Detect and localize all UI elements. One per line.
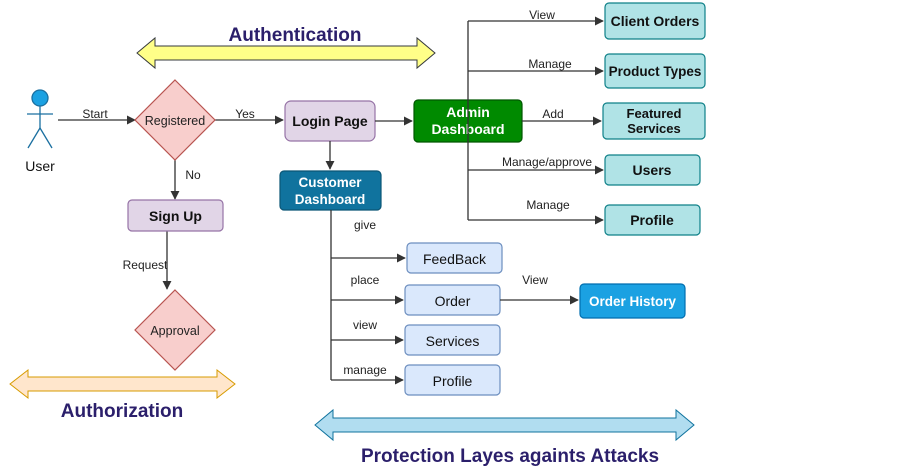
authentication-band-label: Authentication (229, 25, 362, 46)
user-head-icon (31, 89, 49, 107)
edge-manage-customer-profile-label: manage (343, 363, 387, 377)
protection-band-arrow (314, 408, 695, 442)
customer-profile-label: Profile (433, 373, 473, 389)
users-label: Users (633, 162, 672, 178)
feedback-box (406, 242, 503, 274)
protection-band-label: Protection Layes againts Attacks (361, 446, 659, 467)
users-box (604, 154, 701, 186)
customer-profile-box (404, 364, 501, 396)
edge-give-label: give (354, 218, 376, 232)
services-label: Services (426, 333, 480, 349)
authentication-band-arrow (136, 36, 436, 70)
featured-services-label-line1: Featured (627, 106, 682, 121)
edge-manage-profile-label: Manage (526, 198, 570, 212)
sign-up-box (127, 199, 224, 232)
feedback-label: FeedBack (423, 251, 487, 267)
customer-dashboard-label-line2: Dashboard (295, 192, 366, 207)
registered-diamond (134, 79, 216, 161)
edge-manage-approve-label: Manage/approve (502, 155, 592, 169)
approval-label: Approval (150, 324, 199, 338)
admin-profile-box (604, 204, 701, 236)
edge-view-services-label: view (353, 318, 377, 332)
client-orders-box (604, 2, 706, 40)
login-page-label: Login Page (292, 113, 368, 129)
edge-start-label: Start (82, 107, 108, 121)
authorization-band-arrow (9, 368, 236, 400)
edge-manage-types-label: Manage (528, 57, 572, 71)
client-orders-label: Client Orders (611, 13, 700, 29)
services-box (404, 324, 501, 356)
registered-label: Registered (145, 114, 205, 128)
sign-up-label: Sign Up (149, 208, 202, 224)
order-history-label: Order History (589, 294, 677, 309)
edge-request-label: Request (123, 258, 168, 272)
approval-diamond (134, 289, 216, 371)
customer-dashboard-label-line1: Customer (298, 175, 362, 190)
product-types-box (604, 53, 706, 89)
edge-yes-label: Yes (235, 107, 255, 121)
user-label: User (25, 158, 55, 174)
authorization-band-label: Authorization (61, 401, 183, 422)
edge-view-orders-label: View (529, 8, 555, 22)
featured-services-box (602, 102, 706, 140)
user-actor (27, 89, 53, 149)
product-types-label: Product Types (609, 64, 702, 79)
edge-view-history-label: View (522, 273, 548, 287)
order-label: Order (435, 293, 471, 309)
edge-no-label: No (185, 168, 201, 182)
admin-profile-label: Profile (630, 212, 674, 228)
edge-place-label: place (351, 273, 380, 287)
featured-services-label-line2: Services (627, 121, 681, 136)
order-history-box (579, 283, 686, 319)
edge-add-label: Add (542, 107, 563, 121)
